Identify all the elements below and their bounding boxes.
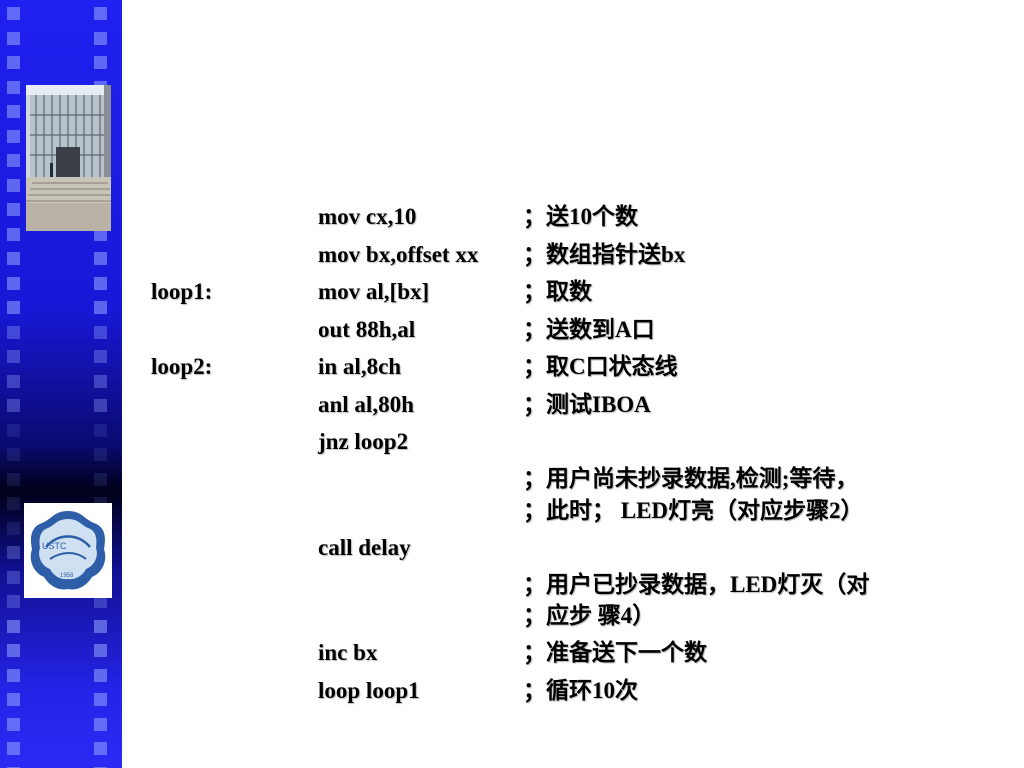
sidebar-square [7,521,20,535]
code-line: mov al,[bx] [318,279,430,304]
sidebar-square [7,105,20,118]
sidebar-square [94,742,107,755]
code-line: in al,8ch [318,354,402,379]
comment-line: ；用户已抄录数据，LED灯灭（对 [523,572,870,597]
comment-line: ；数组指针送bx [523,242,686,267]
sidebar-square [94,350,107,363]
sidebar-square [7,227,20,241]
comment-line: ；送10个数 [523,204,638,229]
sidebar-square [94,595,107,608]
comment-line: ；此时； LED灯亮（对应步骤2） [523,498,864,523]
label-loop1: loop1: [151,279,213,304]
sidebar-square [7,448,20,461]
comment-line: ；用户尚未抄录数据,检测;等待， [523,466,859,491]
sidebar-square [94,668,107,682]
sidebar-square [7,742,20,755]
sidebar-square [7,570,20,584]
sidebar-square [7,129,20,143]
sidebar-square [94,301,107,314]
building-photo [26,85,111,231]
code-line: mov bx,offset xx [318,242,479,267]
sidebar-square [94,276,107,290]
sidebar-square [94,325,107,339]
sidebar-square [94,644,107,657]
sidebar-square [7,619,20,633]
sidebar-square [7,7,20,20]
sidebar-square [94,7,107,20]
sidebar-square [7,399,20,412]
sidebar-square [7,766,20,768]
sidebar-square [94,252,107,265]
code-line: jnz loop2 [318,429,409,454]
sidebar-square [94,56,107,69]
sidebar-square [7,693,20,706]
sidebar-square [7,56,20,69]
sidebar-square [7,31,20,45]
code-line: out 88h,al [318,317,416,342]
comment-line: ；测试IBOA [523,392,651,417]
code-line: call delay [318,535,411,560]
code-line: mov cx,10 [318,204,417,229]
label-loop2: loop2: [151,354,213,379]
comment-line: ；循环10次 [523,678,638,703]
sidebar-square [94,619,107,633]
sidebar-square [7,350,20,363]
logo-text: USTC [42,541,67,551]
logo-year: 1958 [60,573,74,579]
sidebar-square [94,472,107,486]
sidebar-square [7,546,20,559]
comment-line: ；取C口状态线 [523,354,678,379]
sidebar-square [7,154,20,167]
code-line: loop loop1 [318,678,420,703]
code-line: inc bx [318,640,378,665]
ustc-logo: USTC 1958 [24,503,112,598]
sidebar-square [7,203,20,216]
sidebar-square [94,766,107,768]
sidebar-square [7,717,20,731]
sidebar-square [7,374,20,388]
sidebar-square [94,693,107,706]
sidebar-square [7,472,20,486]
comment-line: ；取数 [523,279,592,304]
sidebar-square [7,178,20,192]
sidebar-square [94,717,107,731]
code-line: anl al,80h [318,392,414,417]
sidebar-square [94,399,107,412]
sidebar-square [7,423,20,437]
sidebar-square [7,276,20,290]
sidebar-square [94,448,107,461]
sidebar-square [7,301,20,314]
sidebar-square [94,374,107,388]
sidebar-square [7,252,20,265]
sidebar-square [94,31,107,45]
sidebar-square [7,668,20,682]
sidebar-square [7,80,20,94]
sidebar-decoration: USTC 1958 [0,0,122,768]
comment-line: ；送数到A口 [523,317,655,342]
comment-line: ；应步 骤4） [523,603,656,628]
sidebar-square [7,497,20,510]
sidebar-square [7,644,20,657]
sidebar-square [7,325,20,339]
sidebar-square [7,595,20,608]
sidebar-square [94,423,107,437]
comment-line: ；准备送下一个数 [523,640,707,665]
